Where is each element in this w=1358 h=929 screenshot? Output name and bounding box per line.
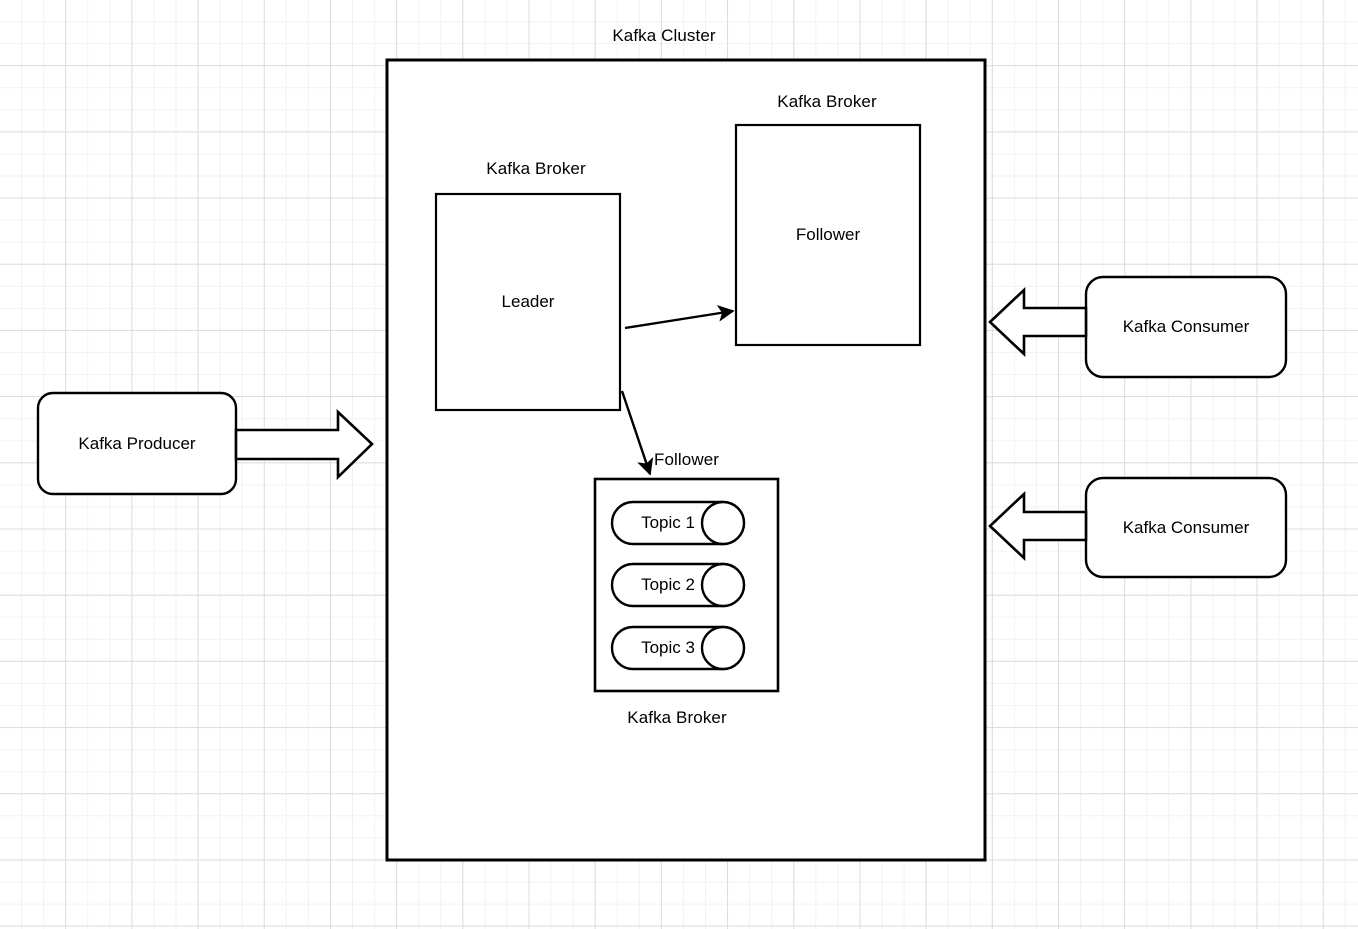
broker-topics-caption: Kafka Broker [627, 708, 727, 727]
topic-node-3[interactable] [612, 627, 744, 669]
producer-to-cluster-connector[interactable] [236, 412, 372, 477]
kafka-producer-label: Kafka Producer [78, 433, 196, 453]
kafka-producer-node[interactable] [38, 393, 236, 494]
topic-node-1[interactable] [612, 502, 744, 544]
leader-to-follower-topics-connector[interactable] [618, 391, 658, 476]
kafka-consumer-1-label: Kafka Consumer [1122, 317, 1250, 336]
consumer-1-to-cluster-connector[interactable] [990, 290, 1086, 354]
broker-leader-caption: Kafka Broker [486, 159, 586, 178]
broker-leader-role-label: Leader [501, 292, 555, 311]
broker-follower-top-node[interactable] [736, 125, 920, 345]
kafka-cluster-title: Kafka Cluster [612, 26, 716, 45]
consumer-2-to-cluster-connector[interactable] [990, 494, 1086, 558]
kafka-consumer-2-label: Kafka Consumer [1122, 517, 1250, 537]
follower-annotation-label: Follower [654, 450, 720, 469]
leader-to-follower-top-connector[interactable] [622, 305, 737, 335]
topic-node-2[interactable] [612, 564, 744, 606]
broker-follower-top-role-label: Follower [795, 225, 861, 244]
broker-follower-top-caption: Kafka Broker [777, 92, 877, 111]
broker-leader-node[interactable] [436, 194, 620, 410]
topic-label-1: Topic 1 [641, 513, 695, 532]
kafka-consumer-2-node[interactable] [1086, 478, 1286, 577]
topic-label-3: Topic 3 [641, 638, 695, 657]
topic-label-2: Topic 2 [641, 575, 695, 594]
kafka-consumer-1-node[interactable] [1086, 277, 1286, 377]
